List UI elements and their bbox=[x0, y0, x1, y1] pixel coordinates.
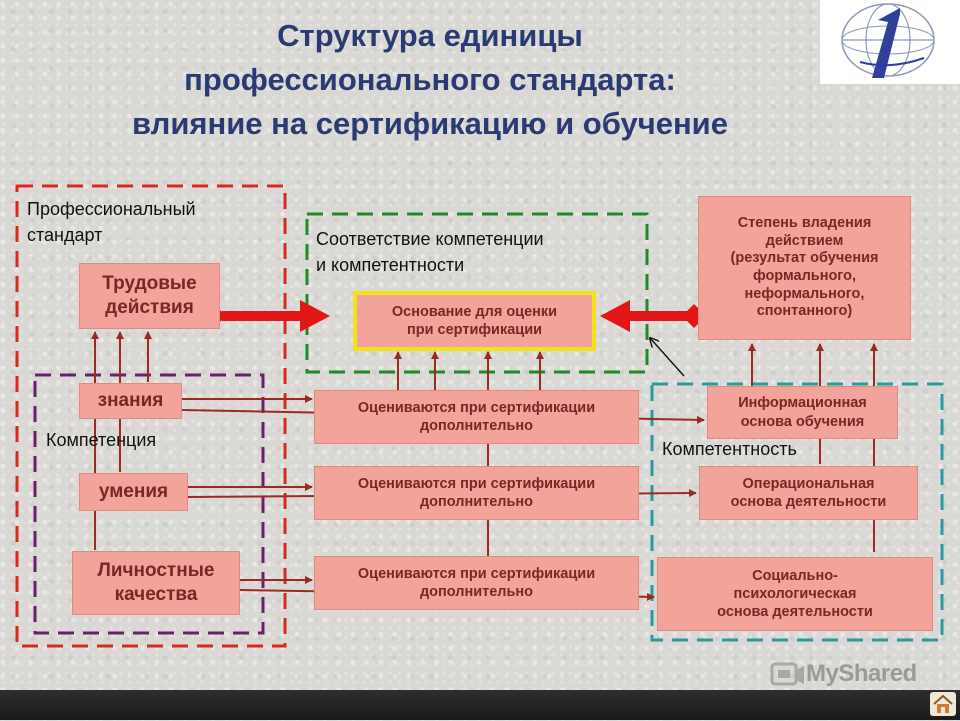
operational-basis-line-1: Операциональная bbox=[742, 475, 875, 492]
assessment-basis-box: Основание для оценки при сертификации bbox=[353, 291, 596, 351]
mastery-line-6: спонтанного) bbox=[756, 303, 853, 320]
footer-bar bbox=[0, 690, 960, 720]
socio-psych-line-3: основа деятельности bbox=[717, 604, 873, 621]
socio-psych-line-1: Социально- bbox=[752, 567, 838, 584]
title-line-1: Структура единицы bbox=[277, 18, 583, 53]
info-basis-line-1: Информационная bbox=[738, 395, 867, 412]
watermark-icon bbox=[768, 658, 928, 692]
mastery-line-3: (результат обучения bbox=[730, 250, 879, 267]
operational-basis-box: Операциональная основа деятельности bbox=[699, 466, 918, 520]
assessed-3-line-2: дополнительно bbox=[419, 584, 534, 600]
assessed-box-2: Оцениваются при сертификации дополнитель… bbox=[314, 466, 639, 520]
mastery-line-1: Степень владения bbox=[737, 214, 872, 231]
personal-qualities-line-2: качества bbox=[114, 584, 198, 605]
socio-psych-box: Социально- психологическая основа деятел… bbox=[657, 557, 933, 631]
conformity-label: Соответствие компетенции и компетентност… bbox=[316, 226, 544, 278]
assessed-box-3: Оцениваются при сертификации дополнитель… bbox=[314, 556, 639, 610]
skills-box: умения bbox=[79, 473, 188, 511]
double-arrow-left bbox=[202, 300, 330, 332]
info-basis-line-2: основа обучения bbox=[740, 413, 865, 430]
knowledge-box: знания bbox=[79, 383, 182, 419]
double-arrow-right bbox=[600, 300, 706, 332]
competence-label: Компетенция bbox=[46, 430, 157, 450]
prof-standard-label-line-2: стандарт bbox=[27, 225, 103, 245]
assessed-1-line-2: дополнительно bbox=[419, 418, 534, 434]
prof-standard-label-line-1: Профессиональный bbox=[27, 199, 196, 219]
assessed-box-1: Оцениваются при сертификации дополнитель… bbox=[314, 390, 639, 444]
mastery-line-4: формального, bbox=[752, 268, 857, 284]
conformity-label-line-1: Соответствие компетенции bbox=[316, 229, 544, 249]
mastery-degree-box: Степень владения действием (результат об… bbox=[698, 196, 911, 340]
home-icon[interactable] bbox=[930, 692, 956, 716]
title-line-3: влияние на сертификацию и обучение bbox=[132, 106, 728, 141]
assessed-3-line-1: Оцениваются при сертификации bbox=[357, 565, 596, 582]
prof-standard-label: Профессиональный стандарт bbox=[27, 196, 196, 248]
info-basis-box: Информационная основа обучения bbox=[707, 386, 898, 439]
personal-qualities-line-1: Личностные bbox=[97, 560, 215, 582]
labor-actions-line-1: Трудовые bbox=[102, 273, 197, 295]
prof-standard-frame bbox=[15, 184, 287, 648]
competency-label: Компетентность bbox=[662, 439, 797, 459]
conformity-label-line-2: и компетентности bbox=[316, 255, 465, 275]
assessed-2-line-1: Оцениваются при сертификации bbox=[357, 475, 596, 492]
operational-basis-line-2: основа деятельности bbox=[730, 494, 887, 510]
title-line-2: профессионального стандарта: bbox=[184, 62, 676, 97]
assessed-2-line-2: дополнительно bbox=[419, 494, 534, 510]
labor-actions-box: Трудовые действия bbox=[79, 263, 220, 329]
mastery-line-2: действием bbox=[765, 232, 844, 249]
competency-frame bbox=[650, 382, 944, 642]
labor-actions-line-2: действия bbox=[105, 297, 194, 318]
assessment-basis-line-2: при сертификации bbox=[406, 322, 543, 338]
watermark-brand: MyShared bbox=[806, 660, 917, 687]
page-title: Структура единицы профессионального стан… bbox=[60, 14, 800, 146]
globe-logo-icon bbox=[820, 0, 960, 84]
mastery-line-5: неформального, bbox=[744, 285, 865, 302]
personal-qualities-box: Личностные качества bbox=[72, 551, 240, 615]
assessed-1-line-1: Оцениваются при сертификации bbox=[357, 399, 596, 416]
socio-psych-line-2: психологическая bbox=[733, 585, 857, 602]
assessment-basis-line-1: Основание для оценки bbox=[391, 303, 558, 320]
